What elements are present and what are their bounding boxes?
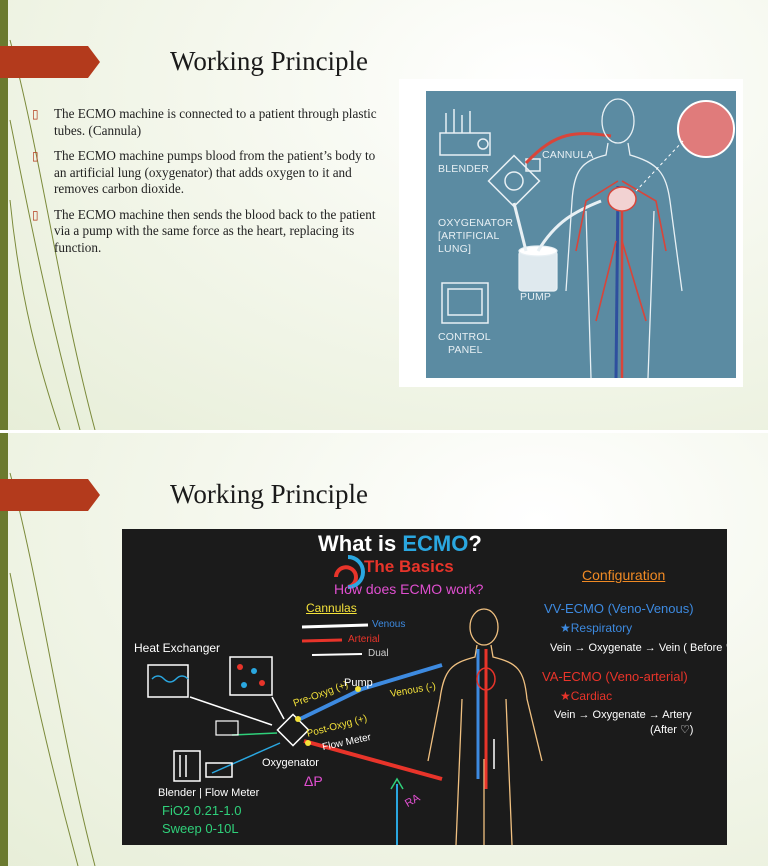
diagram-label-panel: PANEL <box>448 344 483 356</box>
bullet-item: ▯ The ECMO machine is connected to a pati… <box>32 106 382 139</box>
diagram-label-pump: PUMP <box>520 291 552 303</box>
oxygenator-icon <box>487 154 541 208</box>
ecmo-blackboard: What is ECMO? The Basics How does ECMO w… <box>122 529 727 845</box>
ecmo-diagram: BLENDER CANNULA OXYGENATOR [ARTIFICIAL L… <box>426 91 736 378</box>
oxygenator-icon <box>276 713 310 747</box>
control-panel-icon <box>441 282 489 324</box>
configuration-header: Configuration <box>582 567 666 583</box>
board-title-q: ? <box>468 531 482 556</box>
diagram-label-control: CONTROL <box>438 331 491 343</box>
bullet-list: ▯ The ECMO machine is connected to a pati… <box>32 106 382 265</box>
patient-body-icon <box>427 608 543 845</box>
sweep-label: Sweep 0-10L <box>162 821 239 836</box>
board-question: How does ECMO work? <box>334 581 484 597</box>
diagram-label-oxygenator: OXYGENATOR <box>438 217 514 229</box>
bullet-marker-icon: ▯ <box>32 149 39 163</box>
controller-icon <box>215 720 239 736</box>
blood-cells-icon <box>229 656 273 696</box>
vv-ecmo-label: VV-ECMO (Veno-Venous) <box>544 601 694 616</box>
board-subtitle: The Basics <box>364 557 454 576</box>
title-accent-tab <box>0 46 100 78</box>
oxygenator-label: Oxygenator <box>262 757 319 769</box>
bullet-marker-icon: ▯ <box>32 207 39 222</box>
bullet-marker-icon: ▯ <box>32 107 39 121</box>
board-title-ecmo: ECMO <box>402 531 469 556</box>
slide-title: Working Principle <box>170 479 369 509</box>
cannula-dual-line <box>311 653 363 656</box>
vv-path-label: Vein → Oxygenate → Vein ( Before ♡ <box>550 642 727 654</box>
pump-label: Pump <box>344 677 373 689</box>
title-accent-tab <box>0 479 100 511</box>
bullet-text: The ECMO machine is connected to a patie… <box>54 106 377 138</box>
diagram-label-artificial: [ARTIFICIAL <box>438 230 500 242</box>
decorative-swoosh <box>9 39 96 430</box>
slide-left-bar <box>0 433 8 866</box>
ecmo-diagram-graphics <box>439 98 735 378</box>
bullet-text: The ECMO machine pumps blood from the pa… <box>54 148 376 196</box>
diagram-label-lung: LUNG] <box>438 243 472 255</box>
heat-exchanger-label: Heat Exchanger <box>134 641 221 655</box>
slide-2: Working Principle <box>0 433 768 866</box>
bullet-item: ▯ The ECMO machine then sends the blood b… <box>32 207 382 257</box>
decorative-swoosh <box>9 472 96 866</box>
patient-body-icon <box>565 98 683 378</box>
bullet-item: ▯ The ECMO machine pumps blood from the p… <box>32 148 382 198</box>
pump-icon <box>518 245 558 292</box>
diagram-label-cannula: CANNULA <box>542 149 594 161</box>
bullet-text: The ECMO machine then sends the blood ba… <box>54 206 376 255</box>
diagram-label-blender: BLENDER <box>438 163 489 175</box>
board-title-what: What is <box>318 531 403 556</box>
cannulas-header: Cannulas <box>306 601 357 615</box>
va-ecmo-label: VA-ECMO (Veno-arterial) <box>542 669 688 684</box>
cannula-venous-line <box>301 623 369 629</box>
heart-magnified-icon <box>677 100 735 158</box>
vv-respiratory-label: ★Respiratory <box>560 621 633 635</box>
cannula-arterial-line <box>301 638 343 643</box>
va-cardiac-label: ★Cardiac <box>560 689 613 703</box>
heart-icon <box>607 186 637 212</box>
ecmo-logo-icon <box>334 555 365 589</box>
heart-icon <box>476 667 496 691</box>
cannula-venous-label: Venous <box>372 619 406 630</box>
cannula-dual-label: Dual <box>368 648 389 659</box>
cannula-arterial-label: Arterial <box>348 634 380 645</box>
delta-p-label: ΔP <box>304 773 323 789</box>
va-path-label: Vein → Oxygenate → Artery <box>554 709 692 721</box>
slide-title: Working Principle <box>170 46 369 76</box>
va-after-label: (After ♡) <box>650 724 694 736</box>
heat-exchanger-icon <box>147 664 189 698</box>
blender-icon <box>173 750 233 782</box>
fio2-label: FiO2 0.21-1.0 <box>162 803 242 818</box>
slide-1: Working Principle ▯ The ECMO machine is c… <box>0 0 768 430</box>
blender-icon <box>439 109 491 156</box>
board-title: What is ECMO? <box>318 531 482 557</box>
blackboard-drawings <box>147 555 543 845</box>
slide-left-bar <box>0 0 8 430</box>
blender-label: Blender | Flow Meter <box>158 787 260 799</box>
